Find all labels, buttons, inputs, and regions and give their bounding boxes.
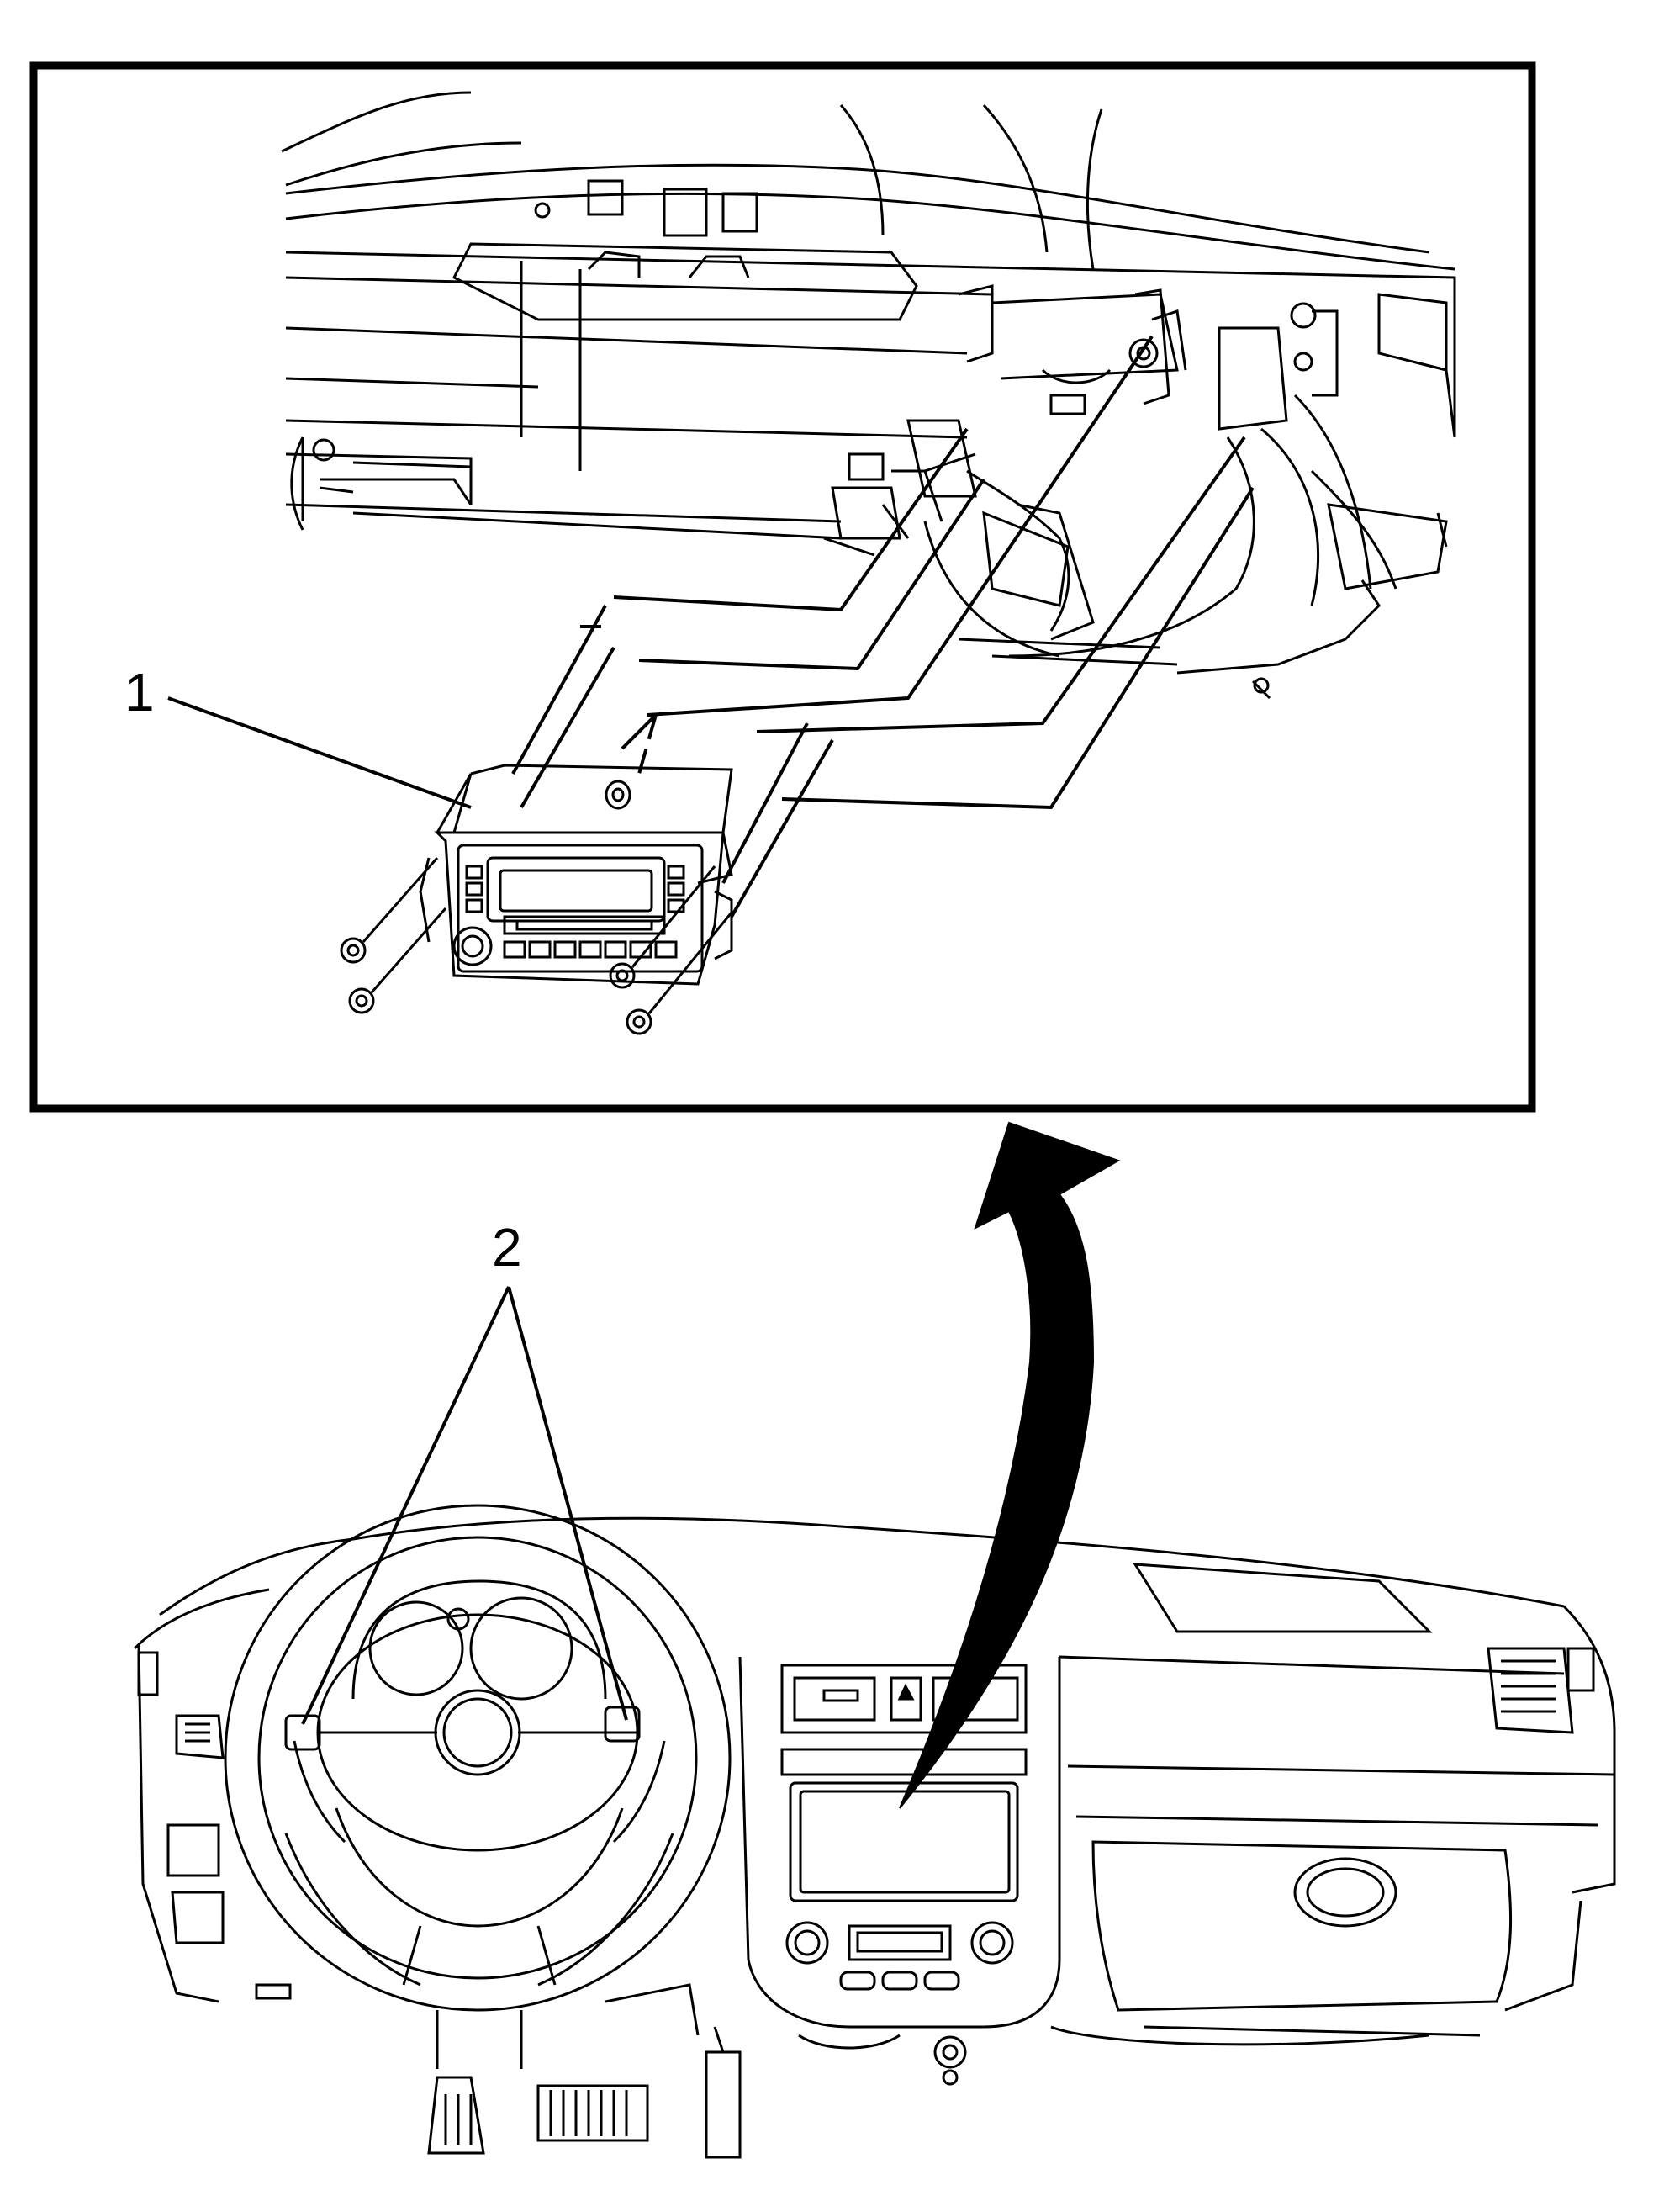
screw — [350, 908, 446, 1013]
callout-2-label: 2 — [492, 1217, 522, 1278]
curved-arrow-icon — [900, 1123, 1118, 1808]
screw — [627, 913, 732, 1034]
inset-frame — [34, 66, 1532, 1108]
screw — [341, 858, 437, 962]
callout-1-label: 1 — [124, 662, 155, 722]
center-stack — [740, 1657, 1059, 2084]
callout-1-leader — [168, 698, 471, 807]
pedals — [429, 2027, 740, 2157]
detail-inset — [34, 66, 1532, 1108]
screw — [610, 866, 715, 987]
radio-unit — [420, 765, 732, 984]
radio-location — [790, 1783, 1017, 1901]
mounting-screws — [341, 858, 732, 1034]
callout-2-leaders — [303, 1287, 626, 1724]
leader-lines — [513, 336, 1253, 917]
instrument-panel-carrier — [282, 93, 1455, 698]
glovebox — [1093, 1842, 1511, 2010]
steering-wheel — [225, 1505, 730, 2010]
dashboard-overview — [135, 1505, 1614, 2157]
gauge-cluster — [353, 1581, 605, 1699]
